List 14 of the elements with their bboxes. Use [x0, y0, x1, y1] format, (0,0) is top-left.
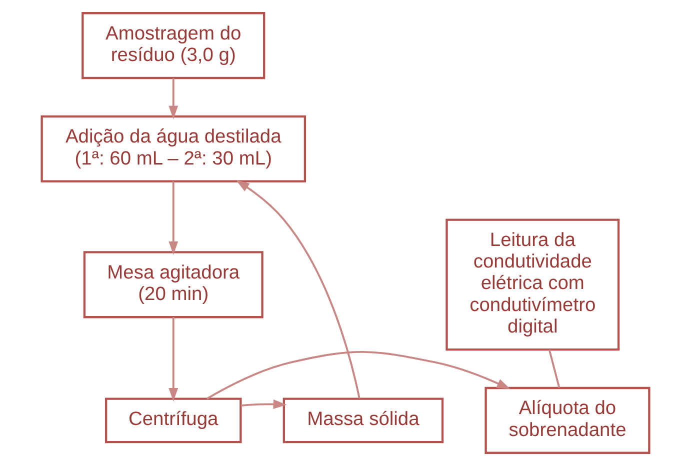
node-box: Alíquota do sobrenadante	[484, 386, 650, 454]
node-box: Amostragem do resíduo (3,0 g)	[82, 12, 266, 80]
connector	[548, 350, 560, 388]
arrow	[168, 181, 178, 255]
arrow	[236, 180, 360, 399]
arrow	[168, 78, 178, 120]
node-box: Adição da água destilada (1ª: 60 mL – 2ª: 30 mL)	[40, 115, 306, 182]
arrow	[206, 351, 510, 400]
arrow	[240, 400, 287, 409]
node-box: Centrífuga	[105, 398, 242, 444]
node-box: Leitura da condutividade elétrica com condutivímetro digital	[446, 218, 620, 351]
arrow	[168, 317, 178, 402]
node-box: Massa sólida	[282, 398, 444, 444]
node-box: Mesa agitadora (20 min)	[83, 251, 264, 318]
